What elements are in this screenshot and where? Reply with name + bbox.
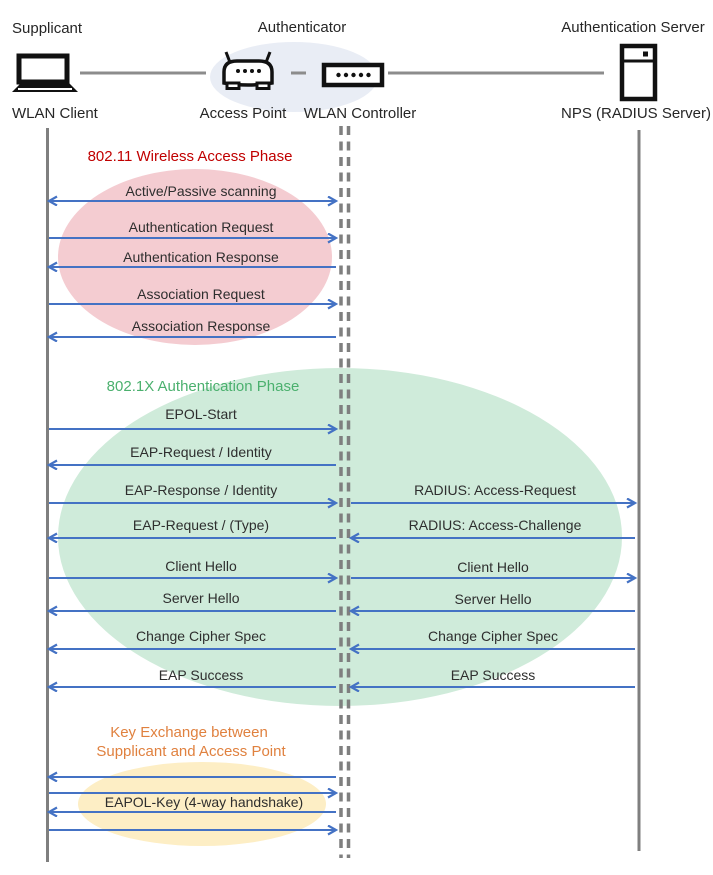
msg-change-cipher-left: Change Cipher Spec <box>136 628 266 644</box>
phase-title-wireless-access: 802.11 Wireless Access Phase <box>87 148 293 165</box>
msg-eap-success-left: EAP Success <box>158 667 244 683</box>
access-point-icon <box>222 51 274 90</box>
msg-change-cipher-right: Change Cipher Spec <box>428 628 558 644</box>
msg-eapol-key: EAPOL-Key (4-way handshake) <box>104 794 304 810</box>
phase-title-authentication: 802.1X Authentication Phase <box>106 378 300 395</box>
msg-epol-start: EPOL-Start <box>165 406 237 422</box>
msg-association-response: Association Response <box>131 318 271 334</box>
role-authenticator: Authenticator <box>257 19 347 36</box>
wlan-controller-icon <box>321 62 385 88</box>
server-icon <box>619 43 658 102</box>
msg-server-hello-left: Server Hello <box>162 590 240 606</box>
msg-authentication-response: Authentication Response <box>123 249 279 265</box>
msg-active-passive-scanning: Active/Passive scanning <box>125 183 277 199</box>
device-access-point: Access Point <box>199 105 287 122</box>
wireless-access-phase-ellipse <box>58 169 332 345</box>
msg-radius-access-challenge: RADIUS: Access-Challenge <box>408 517 582 533</box>
msg-client-hello-left: Client Hello <box>165 558 237 574</box>
msg-eap-success-right: EAP Success <box>450 667 536 683</box>
phase-title-key-exchange-line1: Key Exchange between <box>110 724 268 741</box>
role-supplicant: Supplicant <box>12 20 83 37</box>
msg-association-request: Association Request <box>137 286 265 302</box>
msg-server-hello-right: Server Hello <box>454 591 532 607</box>
msg-eap-response-identity: EAP-Response / Identity <box>124 482 278 498</box>
msg-eap-request-identity: EAP-Request / Identity <box>130 444 272 460</box>
device-wlan-controller: WLAN Controller <box>303 105 417 122</box>
device-nps: NPS (RADIUS Server) <box>560 105 712 122</box>
msg-client-hello-right: Client Hello <box>457 559 529 575</box>
role-authentication-server: Authentication Server <box>561 19 705 36</box>
msg-radius-access-request: RADIUS: Access-Request <box>414 482 576 498</box>
phase-title-key-exchange-line2: Supplicant and Access Point <box>96 743 286 760</box>
msg-eap-request-type: EAP-Request / (Type) <box>132 517 270 533</box>
msg-authentication-request: Authentication Request <box>128 219 274 235</box>
device-wlan-client: WLAN Client <box>12 105 98 122</box>
laptop-icon <box>12 53 78 92</box>
key-exchange-phase-ellipse <box>78 762 326 846</box>
